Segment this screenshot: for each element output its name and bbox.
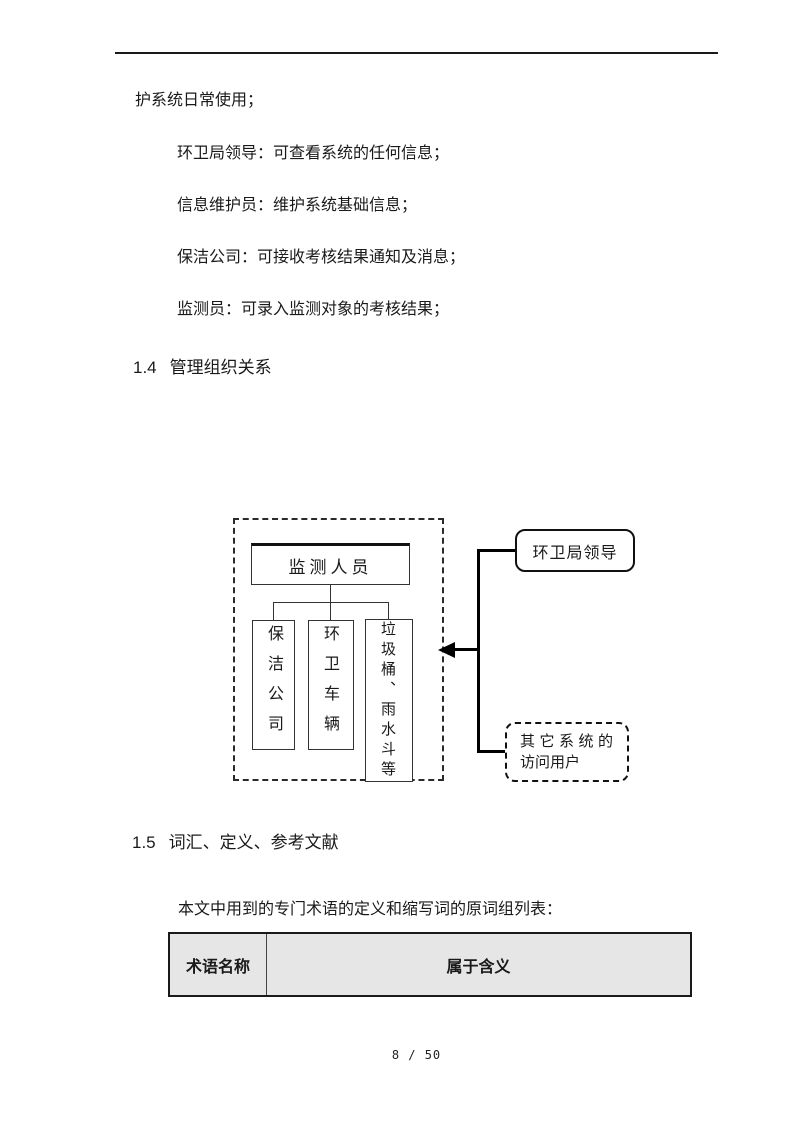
header-divider — [115, 52, 718, 54]
terms-intro-paragraph: 本文中用到的专门术语的定义和缩写词的原词组列表： — [178, 901, 563, 918]
other-system-users-box: 其它系统的 访问用户 — [505, 722, 629, 782]
other-users-line2: 访问用户 — [520, 754, 581, 771]
cleaning-company-box: 保洁公司 — [252, 620, 295, 750]
connector-line-thick — [452, 648, 478, 651]
heading-1-4: 1.4 管理组织关系 — [133, 357, 272, 378]
paragraph-role: 环卫局领导：可查看系统的任何信息； — [177, 145, 450, 162]
heading-1-5: 1.5 词汇、定义、参考文献 — [132, 832, 339, 853]
connector-line-thick — [480, 549, 515, 552]
connector-line-thick — [480, 750, 505, 753]
paragraph-role: 信息维护员：维护系统基础信息； — [177, 197, 418, 214]
paragraph-role: 保洁公司：可接收考核结果通知及消息； — [177, 249, 466, 266]
heading-title: 管理组织关系 — [169, 358, 272, 377]
left-arrowhead-icon — [438, 642, 455, 658]
trash-bin-rainwater-box: 垃圾桶、雨水斗等 — [365, 619, 413, 782]
sanitation-vehicle-box: 环卫车辆 — [308, 620, 354, 750]
other-users-line1: 其它系统的 — [520, 733, 618, 750]
term-name-header-cell: 术语名称 — [170, 934, 267, 995]
heading-number: 1.4 — [133, 358, 157, 377]
terms-table: 术语名称 属于含义 — [168, 932, 692, 997]
term-meaning-header-cell: 属于含义 — [446, 958, 511, 976]
paragraph-role: 监测员：可录入监测对象的考核结果； — [177, 301, 450, 318]
connector-line — [388, 602, 389, 620]
heading-number: 1.5 — [132, 833, 156, 852]
monitor-staff-box: 监测人员 — [251, 543, 410, 585]
connector-line — [273, 602, 389, 603]
page-number: 8 / 50 — [391, 1048, 442, 1062]
connector-line-thick — [477, 549, 480, 753]
heading-title: 词汇、定义、参考文献 — [168, 833, 339, 852]
bureau-leader-box: 环卫局领导 — [515, 529, 635, 572]
paragraph-opening: 护系统日常使用； — [135, 92, 264, 109]
connector-line — [273, 602, 274, 620]
